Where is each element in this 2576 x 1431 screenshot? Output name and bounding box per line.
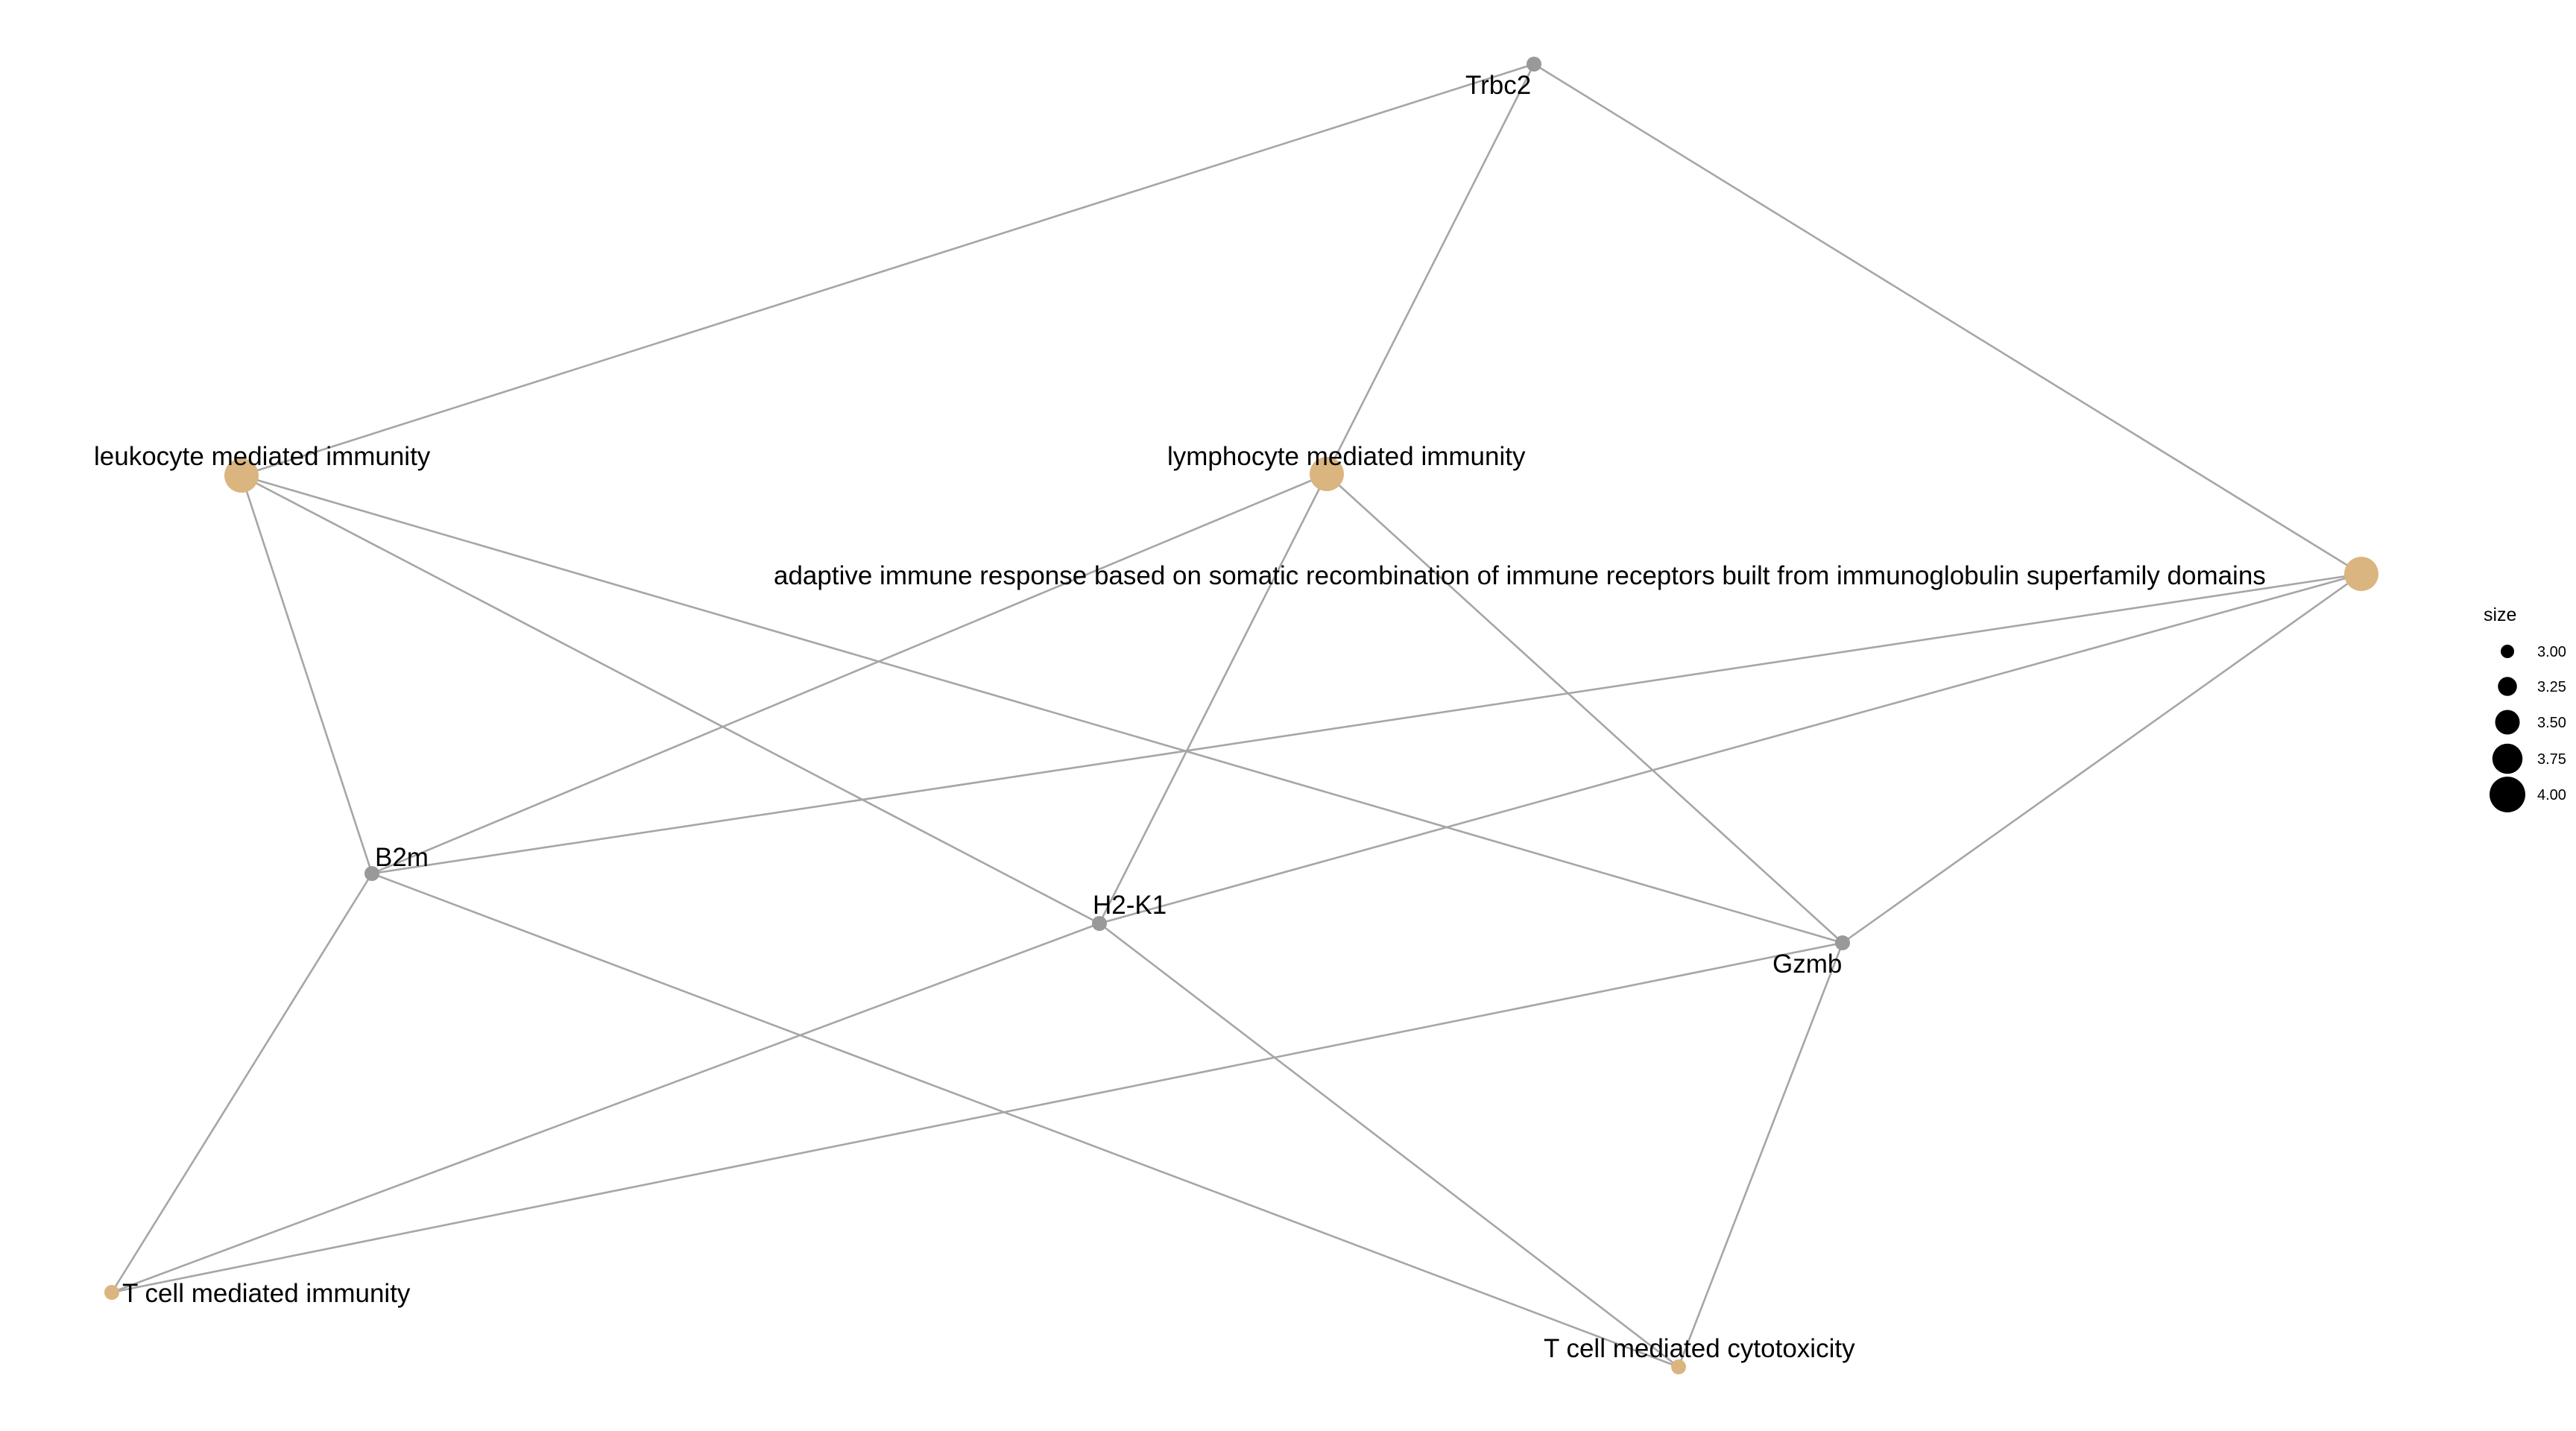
- legend-label-4: 4.00: [2537, 787, 2566, 803]
- edges-layer: [110, 63, 2362, 1368]
- labels-layer: Trbc2 leukocyte mediated immunity lymphocy…: [94, 71, 2266, 1363]
- legend-label-2: 3.50: [2537, 715, 2566, 731]
- node-tcell_imm: [104, 1285, 119, 1300]
- label-leukocyte: leukocyte mediated immunity: [94, 442, 431, 471]
- edge-gzmb-tcell_imm: [111, 941, 1843, 1294]
- edge-adaptive-h2k1: [1099, 572, 2362, 925]
- legend-label-3: 3.75: [2537, 751, 2566, 768]
- edge-adaptive-b2m: [371, 572, 2362, 875]
- legend-label-0: 3.00: [2537, 644, 2566, 660]
- edge-b2m-tcell_imm: [110, 873, 373, 1293]
- edge-adaptive-gzmb: [1842, 572, 2362, 944]
- legend-mark-0: [2501, 645, 2514, 658]
- label-tcell_imm: T cell mediated immunity: [122, 1279, 411, 1308]
- edge-trbc2-leukocyte: [241, 63, 1535, 477]
- edge-leukocyte-h2k1: [241, 474, 1100, 925]
- node-leukocyte: [224, 458, 259, 493]
- legend-mark-4: [2490, 777, 2525, 812]
- size-legend: size 3.00 3.25 3.50 3.75 4.00: [2484, 604, 2566, 812]
- legend-title: size: [2484, 604, 2516, 625]
- edge-lymphocyte-h2k1: [1098, 473, 1328, 924]
- legend-mark-1: [2498, 677, 2517, 696]
- legend-label-1: 3.25: [2537, 679, 2566, 695]
- label-h2k1: H2-K1: [1093, 891, 1167, 920]
- edge-trbc2-lymphocyte: [1325, 63, 1535, 475]
- edge-leukocyte-gzmb: [241, 474, 1843, 944]
- label-b2m: B2m: [375, 843, 429, 872]
- edge-trbc2-adaptive: [1533, 63, 2362, 575]
- edge-h2k1-tcell_imm: [111, 922, 1100, 1294]
- node-h2k1: [1092, 916, 1107, 931]
- nodes-layer: [104, 57, 2378, 1374]
- label-lymphocyte: lymphocyte mediated immunity: [1167, 442, 1526, 471]
- node-adaptive: [2344, 557, 2378, 591]
- node-lymphocyte: [1310, 457, 1344, 491]
- node-b2m: [364, 866, 379, 881]
- edge-h2k1-tcell_cyto: [1099, 922, 1679, 1368]
- label-trbc2: Trbc2: [1465, 71, 1531, 100]
- legend-mark-3: [2492, 743, 2523, 774]
- edge-lymphocyte-gzmb: [1326, 473, 1843, 944]
- legend-mark-2: [2495, 710, 2520, 735]
- node-gzmb: [1835, 935, 1850, 950]
- label-gzmb: Gzmb: [1772, 950, 1842, 979]
- label-tcell_cyto: T cell mediated cytotoxicity: [1544, 1334, 1855, 1363]
- edge-lymphocyte-b2m: [371, 473, 1328, 875]
- node-tcell_cyto: [1671, 1359, 1686, 1374]
- edge-gzmb-tcell_cyto: [1677, 942, 1844, 1368]
- edge-leukocyte-b2m: [240, 475, 373, 874]
- node-trbc2: [1527, 57, 1541, 72]
- edge-b2m-tcell_cyto: [371, 872, 1679, 1368]
- label-adaptive: adaptive immune response based on somati…: [774, 561, 2266, 590]
